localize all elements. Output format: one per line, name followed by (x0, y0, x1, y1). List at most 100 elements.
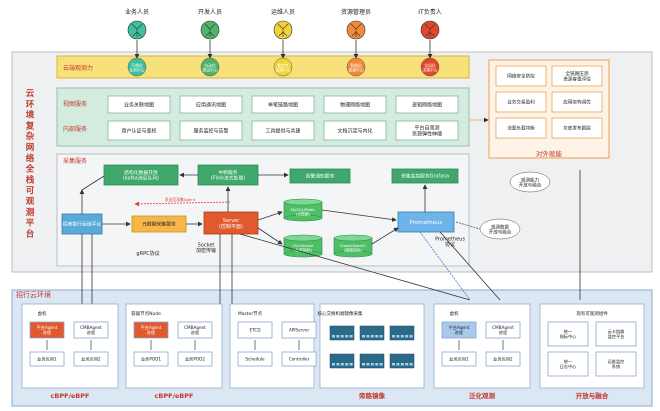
inner-service-box[interactable] (395, 120, 459, 141)
cmb-agent-box[interactable] (281, 321, 317, 339)
kafka-box[interactable] (103, 164, 179, 186)
agent-process-box-label: ETCD (249, 327, 260, 332)
view-service-box[interactable] (179, 95, 243, 114)
agent-process-box[interactable] (237, 321, 273, 339)
workload-box[interactable] (237, 351, 273, 367)
switch-port-icon (375, 335, 379, 338)
switch-port-icon (340, 335, 344, 338)
external-item-box[interactable] (551, 65, 603, 87)
elastic-to-prometheus (371, 227, 399, 245)
inner-services-label: 内部服务 (63, 125, 87, 133)
workload-box[interactable] (29, 351, 65, 367)
elasticsearch-db-bottom (333, 250, 373, 258)
alarm-service-box[interactable] (289, 168, 351, 184)
switch-port-icon (349, 363, 353, 366)
workload-box[interactable] (133, 351, 169, 367)
external-item-box[interactable] (495, 117, 547, 139)
platform-title-char: 复 (25, 120, 35, 131)
switch-port-icon (379, 363, 383, 366)
role-service-label: 全局化决策中心 (422, 63, 437, 72)
role-label: 运维人员 (271, 8, 295, 16)
clickhouse-db-top (283, 234, 323, 242)
view-service-box[interactable] (107, 95, 171, 114)
observability-component-box[interactable] (595, 351, 637, 377)
switch-port-icon (392, 335, 395, 338)
workload-box[interactable] (281, 351, 317, 367)
external-item-box[interactable] (495, 65, 547, 87)
agent-process-box[interactable] (133, 321, 169, 339)
mysql-db-label: MySQL/Redis(元数据) (291, 207, 316, 216)
switch-port-icon (405, 363, 409, 366)
switch-port-icon (379, 335, 383, 338)
external-item-box[interactable] (551, 117, 603, 139)
elasticsearch-db-top (333, 234, 373, 242)
view-service-box-label: 业务关联地图 (124, 101, 154, 108)
analysis-platform-box-label: 招商银行运维平台 (63, 221, 102, 228)
workload-box-label: 业务应用2 (81, 355, 101, 362)
platform-title-char: 络 (26, 153, 35, 164)
switch-port-icon (409, 335, 413, 338)
workload-box-label: Schedule (245, 356, 265, 361)
cmb-agent-box[interactable] (73, 321, 109, 339)
flink-box-label: 中断服务(Flink流式处理) (211, 169, 245, 182)
view-service-box[interactable] (323, 95, 387, 114)
platform-title-char: 观 (26, 197, 35, 207)
workload-box[interactable] (177, 351, 213, 367)
person-icon (350, 23, 362, 37)
platform-title-char: 云 (26, 89, 35, 99)
role-service-label: 智能化资源中心 (348, 63, 363, 72)
cmb-agent-box[interactable] (177, 321, 213, 339)
metadata-collector-box-label: 元数据采集服务 (142, 221, 176, 228)
cmb-agent-box[interactable] (485, 321, 521, 339)
switch-port-icon (362, 363, 365, 366)
observability-component-box[interactable] (595, 321, 637, 347)
switch-port-icon (336, 335, 340, 338)
server-to-mysql (257, 210, 283, 221)
analysis-kafka-link (81, 175, 105, 191)
inner-service-box[interactable] (251, 120, 315, 141)
external-item-box[interactable] (551, 91, 603, 113)
grpc-label: gRPC协议 (136, 250, 159, 257)
role-service-badge (273, 57, 293, 77)
agent-process-box[interactable] (29, 321, 65, 339)
grafana-box[interactable] (391, 168, 459, 184)
workload-box[interactable] (73, 351, 109, 367)
inner-service-box[interactable] (179, 120, 243, 141)
inner-service-box[interactable] (107, 120, 171, 141)
view-service-box[interactable] (395, 95, 459, 114)
env-group-caption: cBPF/eBPF (155, 392, 194, 400)
server-box[interactable] (203, 211, 259, 235)
view-service-box[interactable] (251, 95, 315, 114)
switch-port-icon (405, 335, 409, 338)
mysql-to-prometheus (321, 209, 397, 222)
switch-icon (389, 325, 415, 341)
inner-service-box-label: 文档沉淀与内化 (337, 127, 372, 134)
view-service-box-label: 应用通讯地图 (196, 101, 226, 108)
alarm-service-box-label: 告警通知服务 (306, 173, 335, 180)
agent-note-line (134, 201, 231, 207)
env-group-caption: cBPF/eBPF (51, 392, 90, 400)
env-group-caption: 开放与融合 (576, 391, 609, 400)
env-group-header: Master节点 (238, 311, 263, 317)
env-group-header: 现有可观测组件 (576, 310, 608, 317)
workload-box[interactable] (441, 351, 477, 367)
external-item-box-label: 全链路压测资源容量评估 (563, 70, 591, 82)
external-item-box-label: 流量负载均衡 (507, 125, 535, 132)
agent-process-box[interactable] (441, 321, 477, 339)
external-item-box[interactable] (495, 91, 547, 113)
platform-title-char: 平 (26, 219, 35, 229)
inner-service-box[interactable] (323, 120, 387, 141)
role-service-label: 稳定性保障中心 (275, 63, 290, 72)
prometheus-box[interactable] (397, 211, 455, 233)
inner-service-box-label: 工具提供与共建 (265, 127, 300, 134)
role-service-badge (200, 57, 220, 77)
env-group-header: 核心交换机端镜像采集 (318, 310, 363, 317)
workload-box[interactable] (485, 351, 521, 367)
observability-component-box[interactable] (547, 321, 589, 347)
observability-component-box[interactable] (547, 351, 589, 377)
person-icon (424, 23, 436, 37)
